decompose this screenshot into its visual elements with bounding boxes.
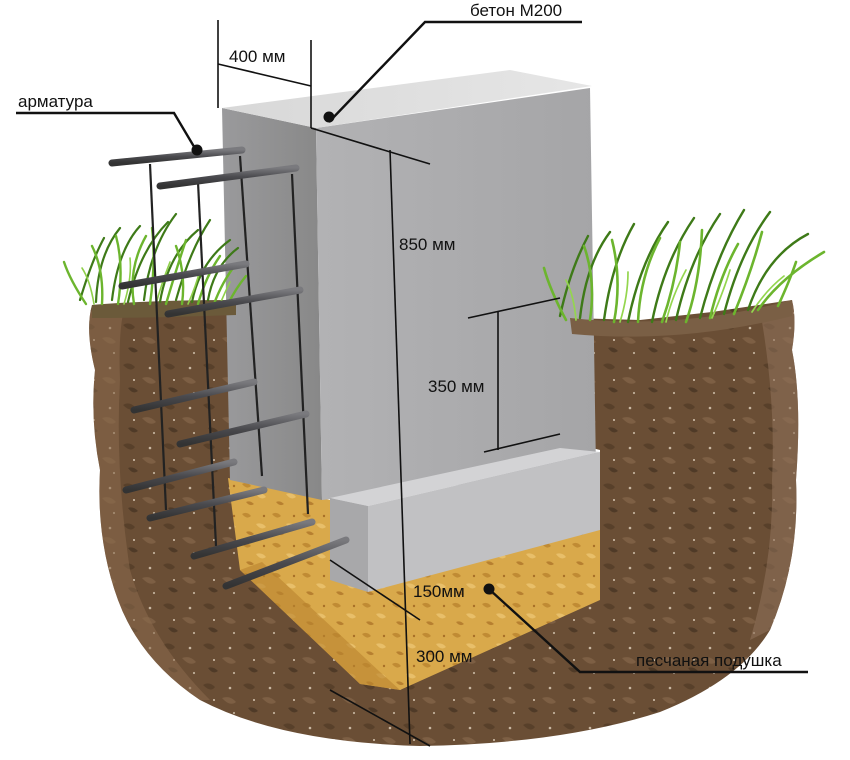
sand-height-dimension: 300 мм xyxy=(416,647,473,666)
sand-cushion-label: песчаная подушка xyxy=(636,651,782,670)
total-height-dimension: 850 мм xyxy=(399,235,456,254)
concrete-wall xyxy=(222,70,596,500)
grass-left xyxy=(62,212,248,318)
concrete-grade-label: бетон М200 xyxy=(470,1,563,20)
dimension-lines xyxy=(217,20,561,747)
concrete-leader xyxy=(328,20,582,123)
callout-dots xyxy=(191,111,495,595)
rebar-leader xyxy=(16,111,198,151)
wall-width-dimension: 400 мм xyxy=(229,47,286,66)
rebar-label: арматура xyxy=(18,92,93,111)
soil-mass xyxy=(89,300,799,746)
footing-height-dimension: 150мм xyxy=(413,582,465,601)
grass-right xyxy=(542,208,826,337)
concrete-footing xyxy=(330,448,600,592)
sand-leader xyxy=(489,589,808,674)
above-ground-height-dimension: 350 мм xyxy=(428,377,485,396)
callout-leaders xyxy=(16,20,808,674)
rebar-cage xyxy=(108,146,350,590)
